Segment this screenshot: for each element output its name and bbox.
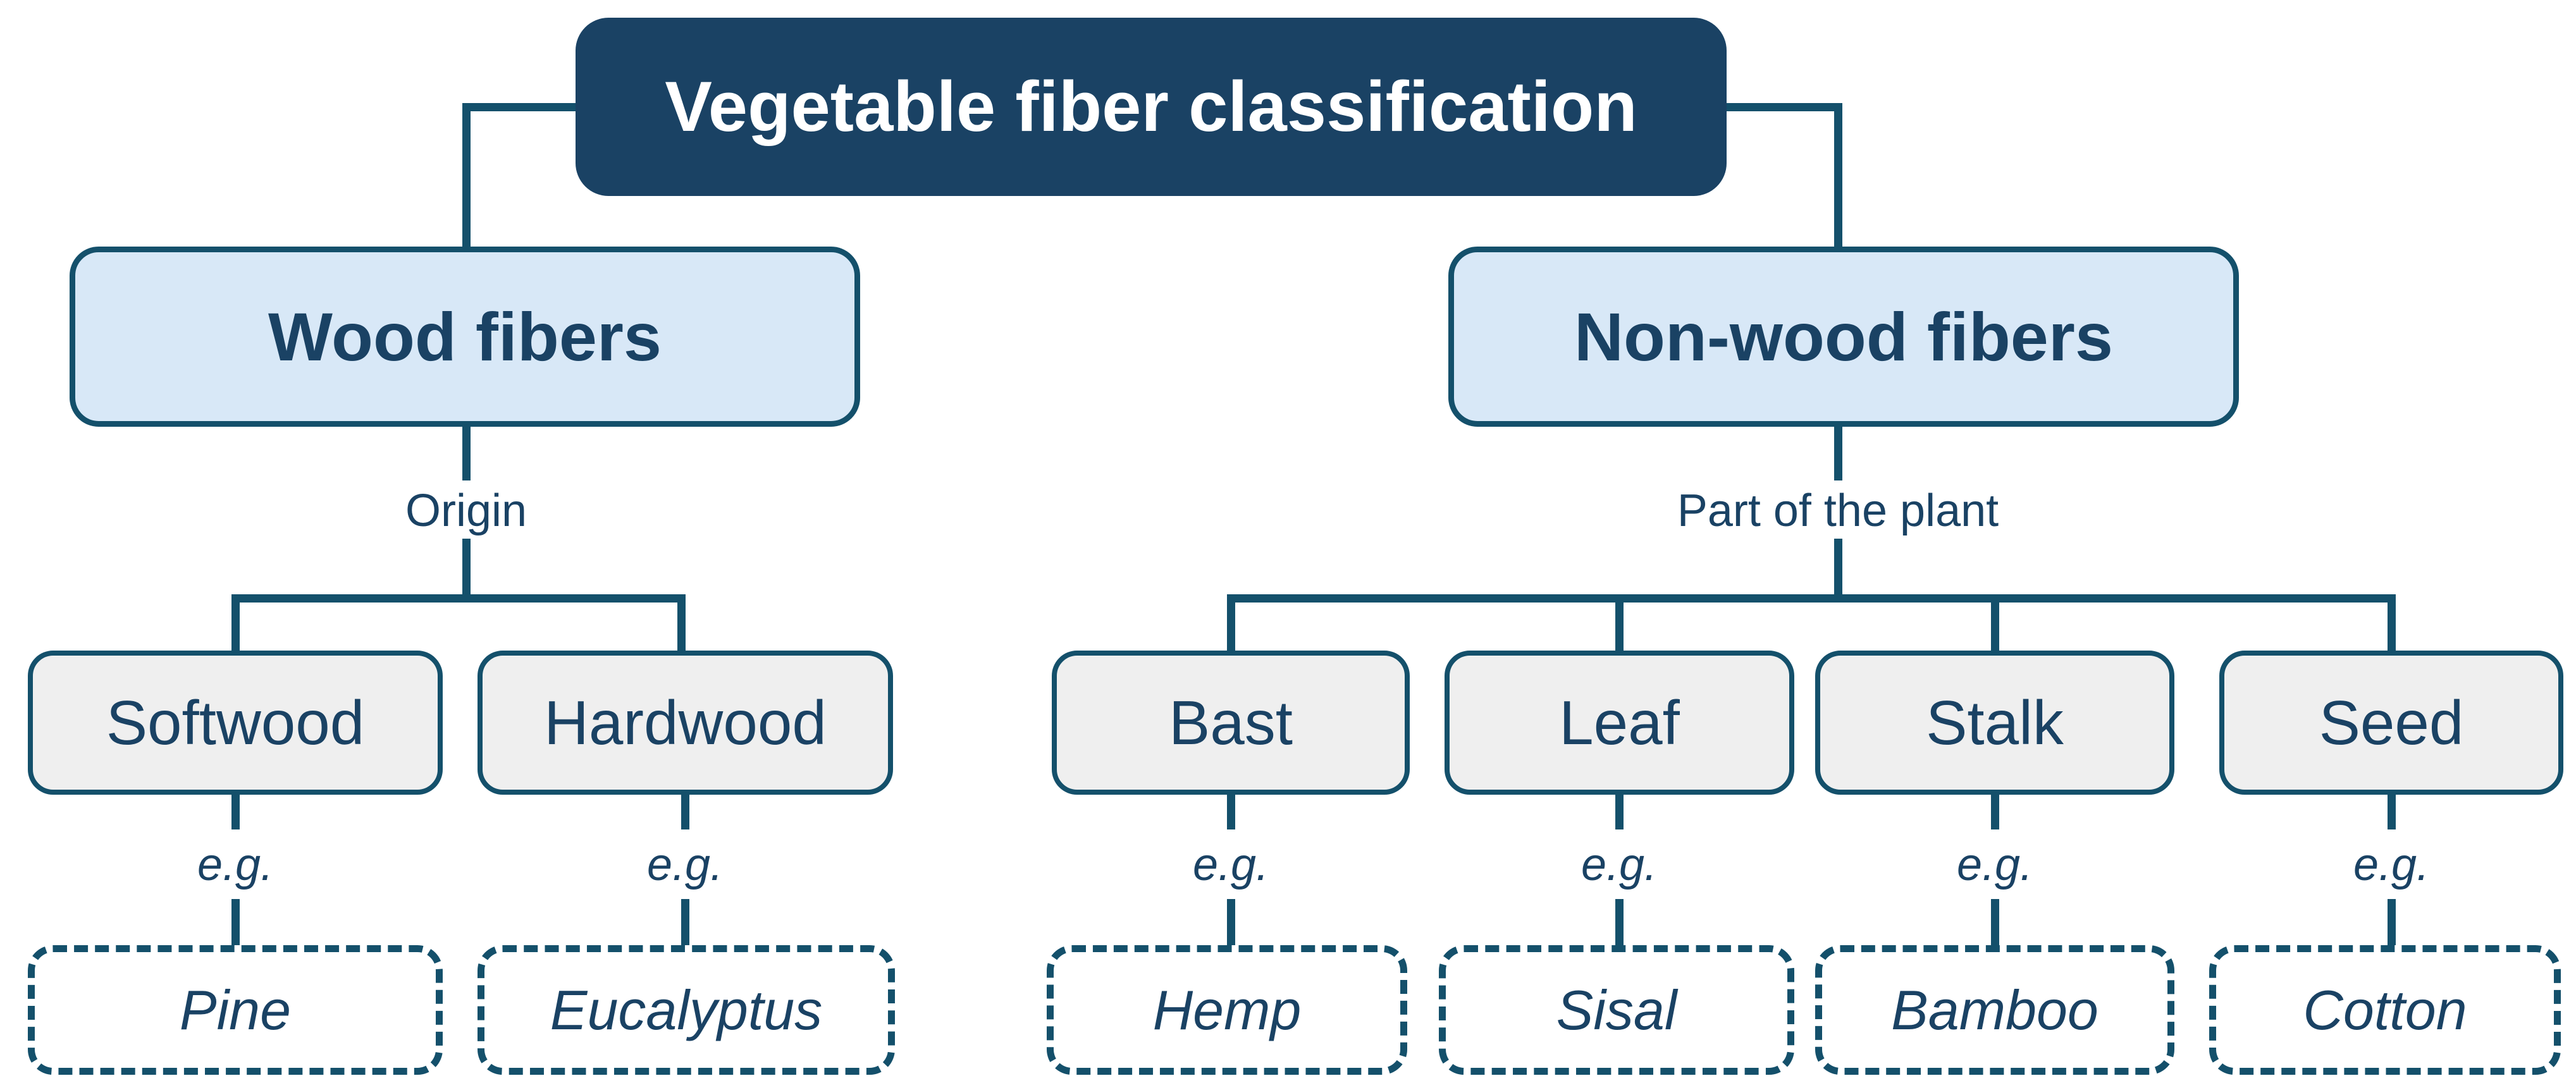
child-node-seed: Seed [2219, 651, 2563, 795]
child-node-hardwood-label: Hardwood [544, 688, 827, 757]
connector-title-to-nonwood-v [1834, 103, 1842, 247]
example-node-pine: Pine [28, 945, 443, 1075]
criterion-label-origin: Origin [405, 486, 527, 536]
group-node-nonwood-label: Non-wood fibers [1574, 298, 2113, 375]
example-node-bamboo: Bamboo [1815, 945, 2174, 1075]
root-node-label: Vegetable fiber classification [665, 67, 1637, 146]
criterion-label-part-of-plant: Part of the plant [1677, 486, 1999, 536]
eg-label-bast: e.g. [1192, 840, 1269, 890]
example-node-eucalyptus-label: Eucalyptus [550, 978, 823, 1041]
connector-wood-down-lower [462, 539, 471, 599]
eg-label-stalk: e.g. [1956, 840, 2033, 890]
eg-label-seed: e.g. [2353, 840, 2430, 890]
group-node-wood-label: Wood fibers [268, 298, 662, 375]
example-node-cotton: Cotton [2209, 945, 2561, 1075]
connector-seed-to-eg [2388, 795, 2396, 829]
example-node-sisal: Sisal [1439, 945, 1794, 1075]
child-node-seed-label: Seed [2319, 688, 2464, 757]
eg-label-hardwood: e.g. [646, 840, 724, 890]
connector-softwood-stub [231, 594, 240, 651]
example-node-hemp-label: Hemp [1152, 978, 1302, 1041]
group-node-wood-fibers: Wood fibers [70, 247, 860, 427]
child-node-hardwood: Hardwood [478, 651, 893, 795]
connector-eg-to-sisal [1615, 899, 1624, 950]
connector-title-to-nonwood-h [1727, 103, 1842, 111]
connector-title-to-wood-v [462, 103, 471, 247]
connector-wood-down-upper [462, 427, 471, 480]
connector-seed-stub [2388, 594, 2396, 651]
child-node-stalk: Stalk [1815, 651, 2174, 795]
example-node-eucalyptus: Eucalyptus [478, 945, 895, 1075]
connector-bast-to-eg [1227, 795, 1235, 829]
connector-stalk-stub [1991, 594, 1999, 651]
connector-bast-stub [1227, 594, 1235, 651]
group-node-nonwood-fibers: Non-wood fibers [1448, 247, 2239, 427]
connector-hardwood-stub [677, 594, 686, 651]
example-node-bamboo-label: Bamboo [1891, 978, 2098, 1041]
example-node-pine-label: Pine [179, 978, 292, 1041]
connector-eg-to-bamboo [1991, 899, 1999, 950]
connector-eg-to-pine [231, 899, 240, 950]
connector-wood-split-bar [231, 594, 686, 603]
example-node-hemp: Hemp [1047, 945, 1407, 1075]
connector-nonwood-down-lower [1834, 539, 1842, 599]
connector-hardwood-to-eg [681, 795, 689, 829]
connector-softwood-to-eg [231, 795, 240, 829]
connector-nonwood-down-upper [1834, 427, 1842, 480]
connector-nonwood-split-bar [1227, 594, 2396, 603]
connector-eg-to-eucalyptus [681, 899, 689, 950]
child-node-leaf: Leaf [1445, 651, 1794, 795]
child-node-softwood-label: Softwood [106, 688, 365, 757]
connector-leaf-stub [1615, 594, 1624, 651]
child-node-bast-label: Bast [1168, 688, 1293, 757]
connector-title-to-wood-h [462, 103, 576, 111]
example-node-cotton-label: Cotton [2303, 978, 2467, 1041]
child-node-leaf-label: Leaf [1559, 688, 1680, 757]
example-node-sisal-label: Sisal [1556, 978, 1677, 1041]
child-node-stalk-label: Stalk [1926, 688, 2064, 757]
connector-eg-to-cotton [2388, 899, 2396, 950]
root-node-title: Vegetable fiber classification [576, 18, 1727, 196]
connector-eg-to-hemp [1227, 899, 1235, 950]
eg-label-softwood: e.g. [197, 840, 274, 890]
eg-label-leaf: e.g. [1581, 840, 1658, 890]
child-node-bast: Bast [1052, 651, 1410, 795]
connector-stalk-to-eg [1991, 795, 1999, 829]
connector-leaf-to-eg [1615, 795, 1624, 829]
child-node-softwood: Softwood [28, 651, 443, 795]
